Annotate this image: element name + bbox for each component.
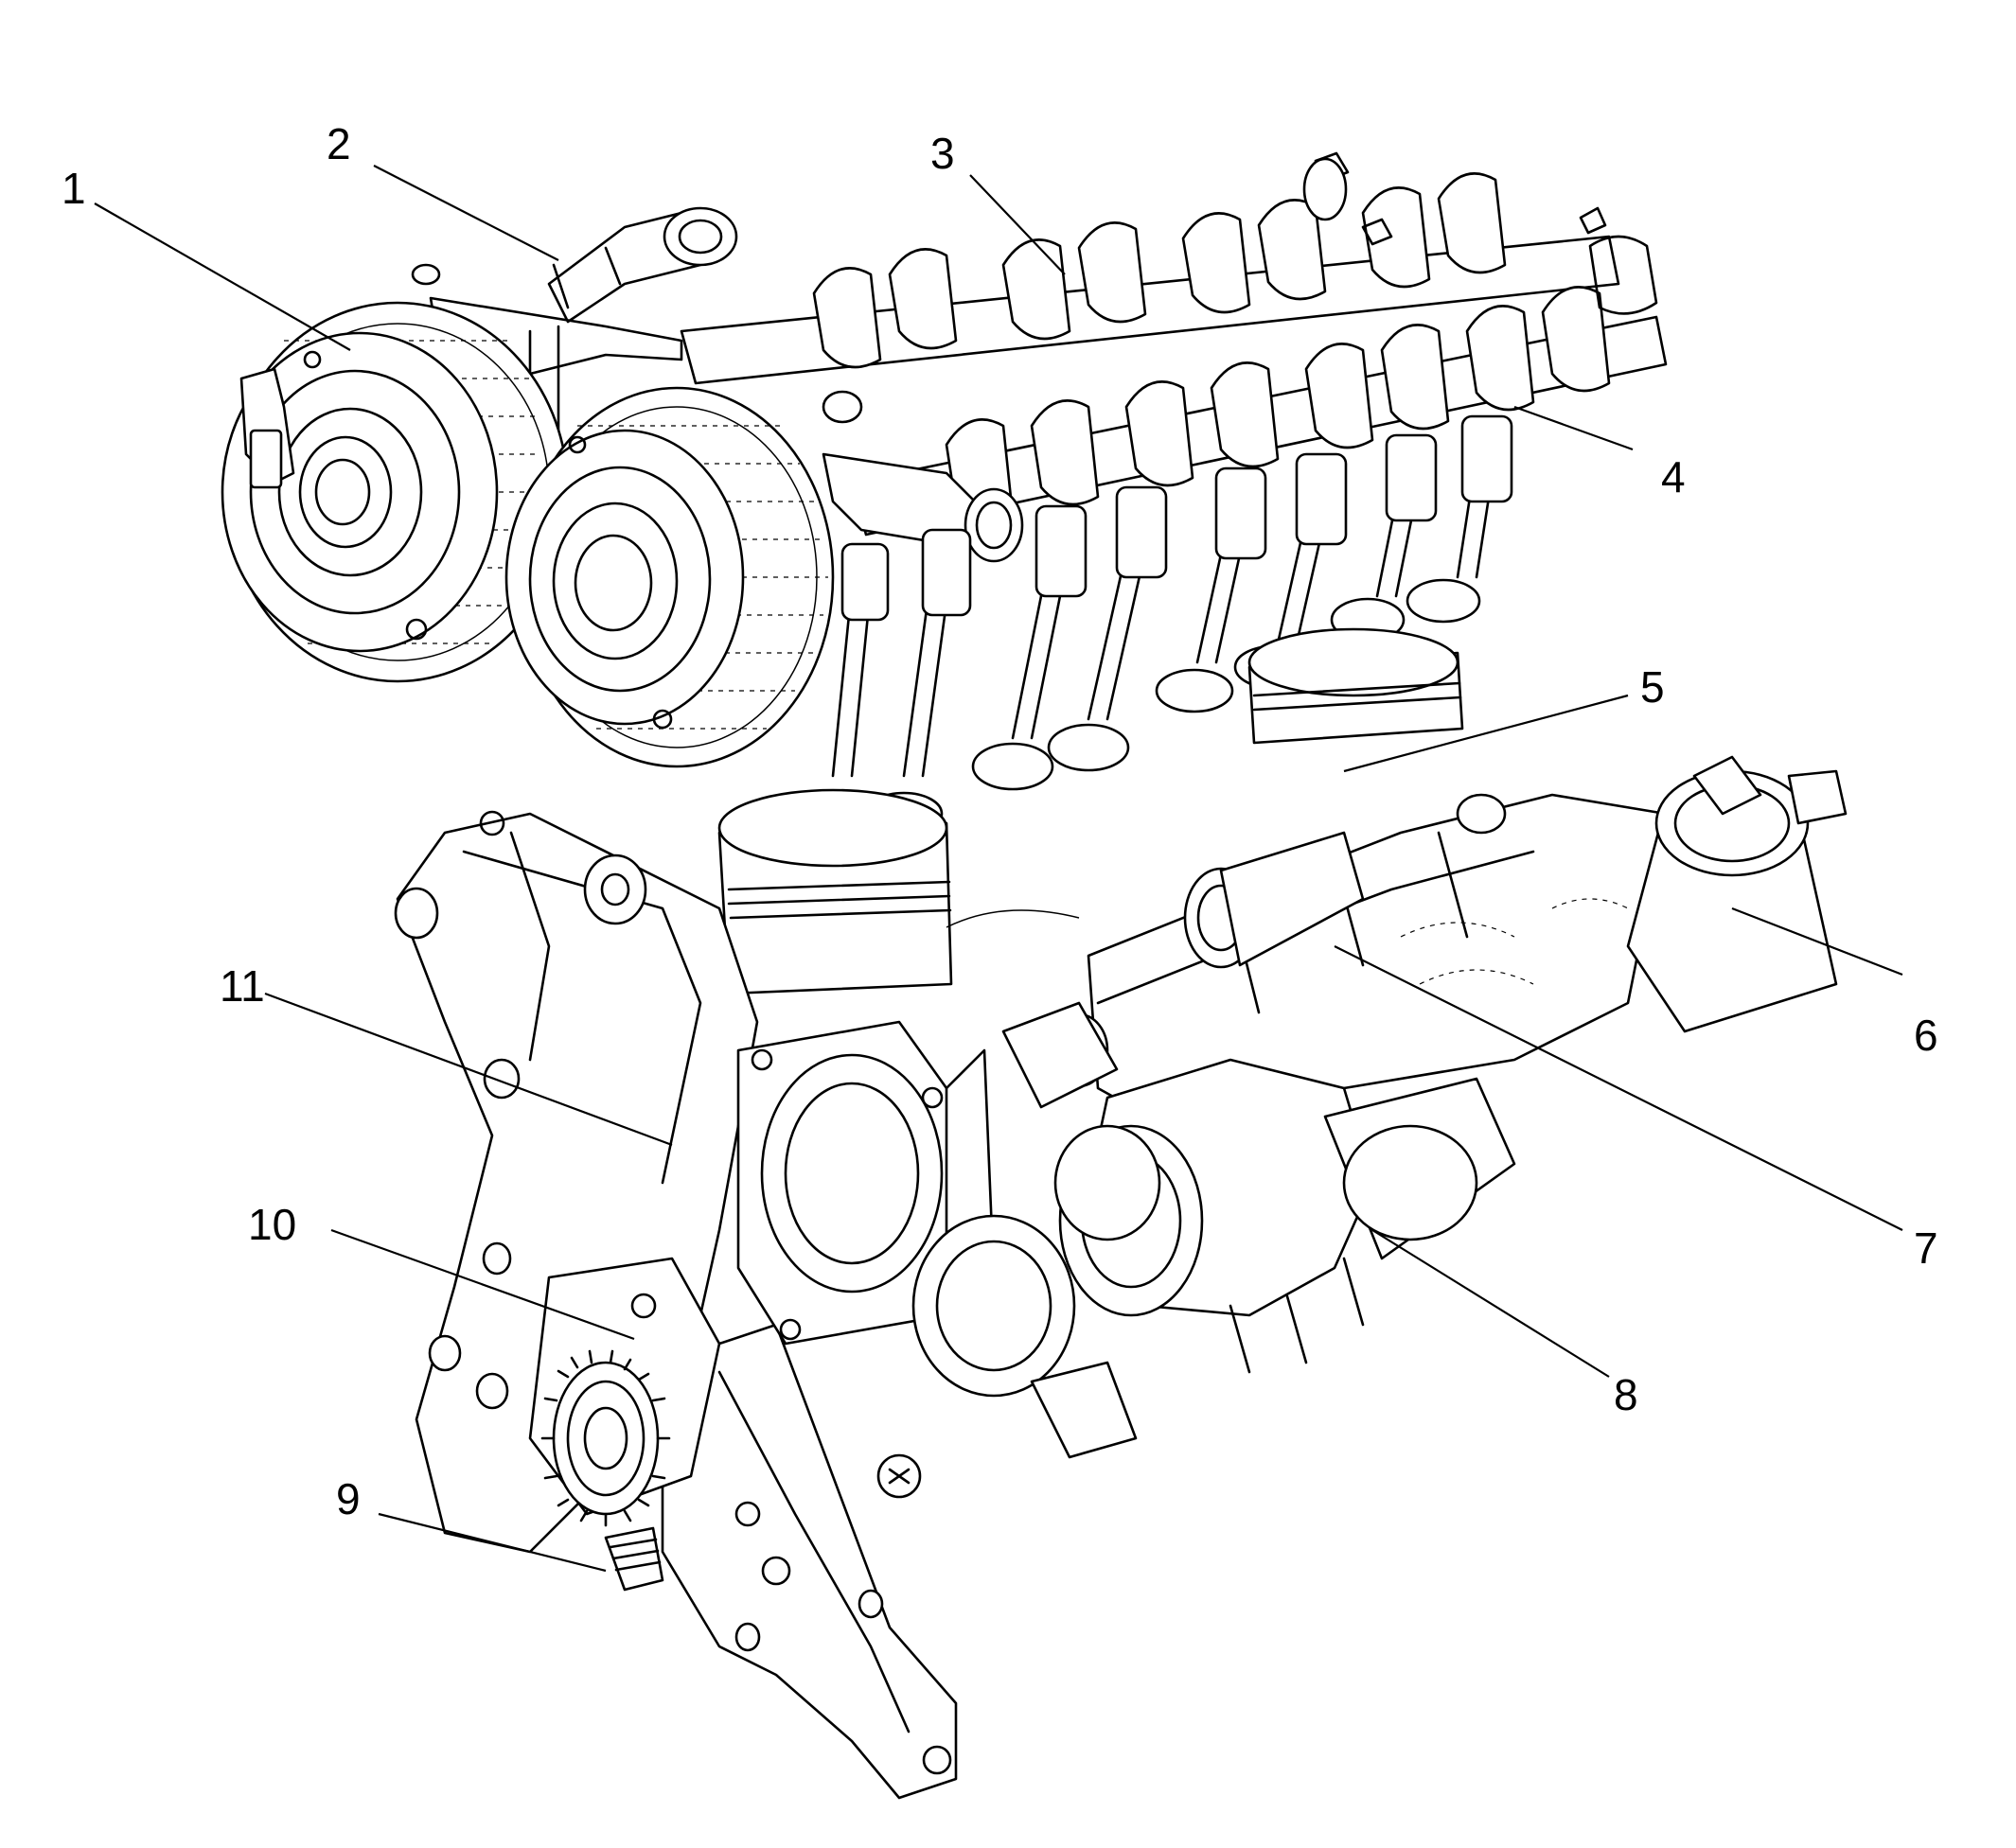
- callout-number-2: 2: [327, 119, 351, 168]
- callout-number-8: 8: [1614, 1370, 1638, 1419]
- oil-pump-sprocket-icon: [540, 1349, 671, 1527]
- callout-number-6: 6: [1914, 1011, 1938, 1060]
- intake-camshaft-actuator-icon: [504, 386, 835, 768]
- mount-bolts: [428, 1241, 884, 1652]
- leader-line-9: [378, 1512, 607, 1573]
- leader-line-1: [94, 202, 351, 351]
- leader-line-6: [1731, 906, 1903, 977]
- intake-manifold-icon: [1049, 793, 1668, 1137]
- leader-line-3: [969, 174, 1066, 275]
- camshaft-icon: [680, 151, 1620, 385]
- crankshaft-sprocket-icon: [604, 1526, 664, 1592]
- callout-number-4: 4: [1661, 452, 1686, 502]
- leader-line-4: [1513, 405, 1634, 451]
- leader-line-7: [1334, 945, 1903, 1231]
- callout-number-5: 5: [1640, 662, 1665, 712]
- valve-icon: [1406, 414, 1513, 624]
- accessory-bracket: [661, 1323, 958, 1800]
- callout-number-7: 7: [1914, 1223, 1938, 1273]
- callout-number-3: 3: [930, 129, 955, 178]
- leader-line-5: [1343, 694, 1629, 773]
- leader-line-2: [373, 165, 559, 261]
- callout-number-11: 11: [220, 961, 265, 1011]
- leader-line-11: [264, 992, 673, 1147]
- valve-icon: [971, 504, 1088, 791]
- oil-control-solenoid: [411, 206, 738, 324]
- piston-outline: [946, 909, 1080, 928]
- leader-line-10: [330, 1228, 635, 1341]
- exhaust-manifold-icon: [911, 1058, 1516, 1459]
- callout-number-1: 1: [62, 164, 86, 213]
- callout-number-9: 9: [336, 1474, 361, 1523]
- camshaft-assembly: [221, 151, 1668, 768]
- piston-icon: [717, 788, 953, 995]
- throttle-flange: [736, 1020, 996, 1346]
- callout-number-10: 10: [248, 1200, 296, 1249]
- camshaft-position-sensor: [822, 390, 1024, 563]
- leader-line-8: [1371, 1229, 1610, 1378]
- callout-leaders: [94, 165, 1903, 1573]
- coolant-outlet: [1001, 1001, 1161, 1241]
- piston-icon: [1247, 627, 1464, 745]
- oil-filter-housing-icon: [1456, 755, 1848, 1033]
- exhaust-camshaft-actuator-icon: [221, 301, 570, 683]
- valve-icon: [1047, 485, 1168, 772]
- valve-icon: [1155, 466, 1267, 713]
- callout-numbers: 1 2 3 4 5 6 7 8 9 10 11: [62, 119, 1938, 1523]
